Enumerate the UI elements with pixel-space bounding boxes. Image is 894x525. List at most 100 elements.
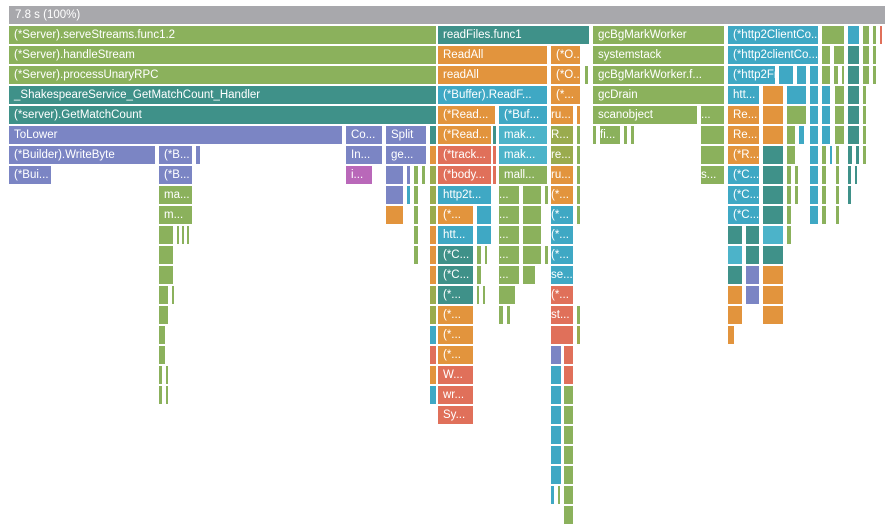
flame-frame-unlabeled[interactable] (847, 25, 860, 45)
flame-frame[interactable]: (*... (550, 225, 574, 245)
flame-frame-unlabeled[interactable] (498, 305, 504, 325)
flame-frame-unlabeled[interactable] (821, 165, 827, 185)
flame-frame[interactable]: systemstack (592, 45, 725, 65)
flame-frame-unlabeled[interactable] (727, 265, 743, 285)
flame-frame-unlabeled[interactable] (186, 225, 190, 245)
flame-frame-unlabeled[interactable] (429, 185, 437, 205)
flame-frame[interactable]: (*... (437, 325, 474, 345)
flame-frame[interactable]: Re... (727, 105, 760, 125)
flame-frame-unlabeled[interactable] (841, 65, 845, 85)
flame-frame[interactable]: (*C... (727, 165, 760, 185)
flame-frame[interactable]: (*R... (727, 145, 760, 165)
flame-frame-unlabeled[interactable] (862, 125, 867, 145)
flame-frame[interactable]: (*http2clientCo... (727, 45, 819, 65)
flame-frame-unlabeled[interactable] (862, 145, 867, 165)
flame-frame[interactable]: (*Builder).WriteByte (8, 145, 156, 165)
flame-frame-unlabeled[interactable] (413, 245, 419, 265)
flame-frame-unlabeled[interactable] (821, 25, 845, 45)
flame-frame[interactable]: (*... (550, 245, 574, 265)
flame-frame-unlabeled[interactable] (563, 405, 574, 425)
flame-frame-unlabeled[interactable] (158, 305, 169, 325)
flame-frame-unlabeled[interactable] (557, 485, 561, 505)
flame-frame-unlabeled[interactable] (158, 325, 166, 345)
flame-frame[interactable]: Re... (727, 125, 760, 145)
flame-frame-unlabeled[interactable] (421, 165, 426, 185)
flame-frame[interactable]: ma... (158, 185, 193, 205)
flame-frame-unlabeled[interactable] (413, 165, 419, 185)
flame-frame[interactable]: (*C... (437, 265, 474, 285)
flame-frame-unlabeled[interactable] (563, 485, 574, 505)
flame-frame[interactable]: htt... (437, 225, 474, 245)
flame-frame-unlabeled[interactable] (563, 465, 574, 485)
flame-frame-unlabeled[interactable] (862, 65, 870, 85)
flame-frame[interactable]: st... (550, 305, 574, 325)
flame-frame-unlabeled[interactable] (482, 285, 486, 305)
flame-frame-unlabeled[interactable] (385, 165, 404, 185)
flame-frame-unlabeled[interactable] (872, 65, 877, 85)
flame-frame-unlabeled[interactable] (833, 65, 839, 85)
flame-frame-unlabeled[interactable] (498, 285, 516, 305)
flame-frame-unlabeled[interactable] (786, 125, 796, 145)
flame-frame[interactable]: (*C... (727, 205, 760, 225)
flame-frame-unlabeled[interactable] (847, 85, 860, 105)
flame-frame-unlabeled[interactable] (429, 305, 437, 325)
flame-frame-unlabeled[interactable] (727, 245, 743, 265)
flame-frame[interactable]: (*Buf... (498, 105, 548, 125)
flame-frame-unlabeled[interactable] (835, 145, 840, 165)
flame-frame-unlabeled[interactable] (563, 505, 574, 525)
flame-frame-unlabeled[interactable] (821, 125, 831, 145)
flame-frame[interactable]: mak... (498, 145, 548, 165)
flame-frame-unlabeled[interactable] (745, 225, 760, 245)
flame-frame-unlabeled[interactable] (786, 205, 792, 225)
flame-frame[interactable]: (*... (550, 85, 581, 105)
flame-frame[interactable]: ru... (550, 165, 574, 185)
flame-frame-unlabeled[interactable] (158, 265, 174, 285)
flame-frame-unlabeled[interactable] (563, 425, 574, 445)
flame-frame-unlabeled[interactable] (544, 185, 549, 205)
flame-frame-unlabeled[interactable] (809, 205, 819, 225)
flame-frame-unlabeled[interactable] (484, 245, 488, 265)
flame-frame-unlabeled[interactable] (576, 165, 581, 185)
flame-frame-unlabeled[interactable] (762, 125, 784, 145)
flame-frame-unlabeled[interactable] (854, 165, 858, 185)
flame-frame-unlabeled[interactable] (700, 145, 725, 165)
flame-frame-unlabeled[interactable] (862, 105, 867, 125)
flame-frame-unlabeled[interactable] (762, 185, 784, 205)
flame-frame[interactable]: (*O... (550, 65, 581, 85)
flame-frame[interactable]: http2t... (437, 185, 492, 205)
flame-frame-unlabeled[interactable] (550, 445, 562, 465)
flame-frame-unlabeled[interactable] (158, 345, 166, 365)
flame-frame[interactable]: i... (345, 165, 373, 185)
flame-frame-unlabeled[interactable] (847, 145, 853, 165)
flame-frame-unlabeled[interactable] (745, 285, 760, 305)
flame-frame-unlabeled[interactable] (544, 245, 549, 265)
flame-frame-unlabeled[interactable] (834, 125, 845, 145)
flame-frame[interactable]: (*... (437, 285, 474, 305)
flame-frame-unlabeled[interactable] (809, 145, 819, 165)
flame-frame-unlabeled[interactable] (786, 185, 792, 205)
flame-frame-unlabeled[interactable] (522, 185, 542, 205)
flame-frame-unlabeled[interactable] (576, 125, 581, 145)
flame-frame[interactable]: W... (437, 365, 474, 385)
flame-frame[interactable]: mall... (498, 165, 548, 185)
flame-frame-unlabeled[interactable] (809, 105, 819, 125)
flame-frame-unlabeled[interactable] (809, 165, 819, 185)
flame-frame[interactable]: ... (498, 225, 520, 245)
flame-frame-unlabeled[interactable] (550, 365, 562, 385)
flamegraph-total-bar[interactable]: 7.8 s (100%) (8, 5, 886, 25)
flame-frame-unlabeled[interactable] (563, 365, 574, 385)
flame-frame[interactable]: (*Read... (437, 125, 492, 145)
flame-frame-unlabeled[interactable] (762, 245, 784, 265)
flame-frame[interactable]: Sy... (437, 405, 474, 425)
flame-frame-unlabeled[interactable] (195, 145, 201, 165)
flame-frame-unlabeled[interactable] (727, 225, 743, 245)
flame-frame-unlabeled[interactable] (786, 225, 792, 245)
flame-frame-unlabeled[interactable] (550, 425, 562, 445)
flame-frame-unlabeled[interactable] (762, 225, 784, 245)
flame-frame[interactable]: (*server).GetMatchCount (8, 105, 437, 125)
flame-frame[interactable]: se... (550, 265, 574, 285)
flame-frame-unlabeled[interactable] (794, 185, 799, 205)
flame-frame-unlabeled[interactable] (550, 485, 555, 505)
flame-frame-unlabeled[interactable] (821, 205, 827, 225)
flame-frame[interactable]: (*Bui... (8, 165, 52, 185)
